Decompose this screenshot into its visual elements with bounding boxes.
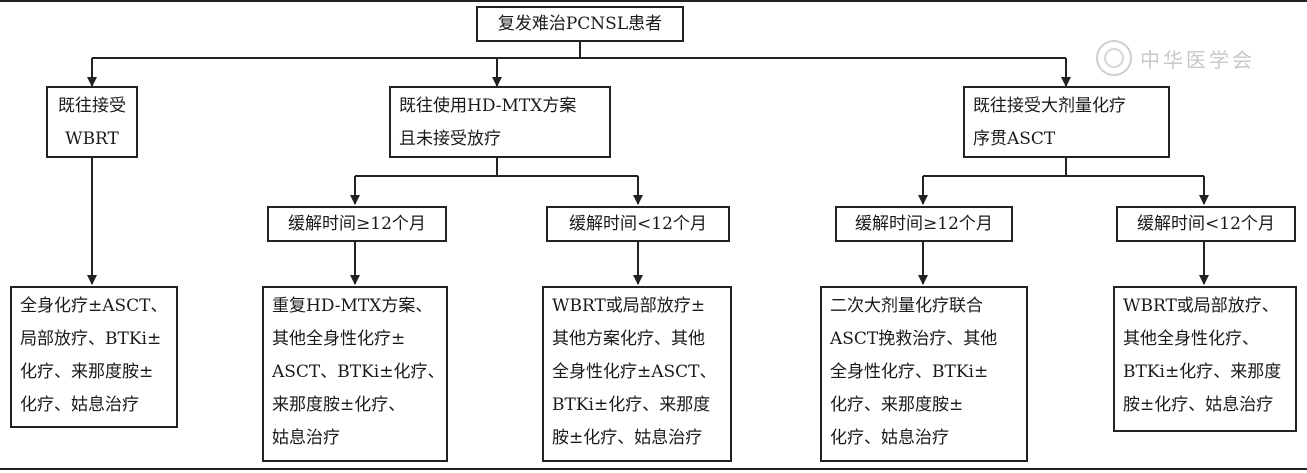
condition-asct-lt12: 缓解时间<12个月 [1116, 206, 1296, 242]
outcome-line: 胺±化疗、姑息治疗 [1123, 395, 1274, 415]
top-rule [0, 0, 1307, 2]
outcome-line: 化疗、来那度胺± [20, 362, 154, 382]
outcome-line: 胺±化疗、姑息治疗 [552, 428, 703, 448]
outcome-line: 化疗、姑息治疗 [20, 395, 139, 415]
condition-hdmtx-lt12: 缓解时间<12个月 [546, 206, 730, 242]
outcome-line: 局部放疗、BTKi± [20, 329, 162, 349]
outcome-line: 化疗、姑息治疗 [830, 428, 949, 448]
outcome-line: 其他全身性化疗± [272, 329, 406, 349]
bottom-rule [0, 468, 1307, 470]
outcome-line: 重复HD-MTX方案、 [272, 296, 433, 316]
node-prior-asct: 既往接受大剂量化疗 序贯ASCT [963, 86, 1170, 158]
root-node: 复发难治PCNSL患者 [476, 6, 684, 42]
condition-hdmtx-ge12: 缓解时间≥12个月 [267, 206, 447, 242]
outcome-line: ASCT挽救治疗、其他 [830, 329, 998, 349]
outcome-hdmtx-ge12: 重复HD-MTX方案、 其他全身性化疗± ASCT、BTKi±化疗、 来那度胺±… [262, 286, 448, 462]
outcome-hdmtx-lt12: WBRT或局部放疗± 其他方案化疗、其他 全身性化疗±ASCT、 BTKi±化疗… [542, 286, 732, 462]
node-prior-hdmtx-line: 且未接受放疗 [399, 129, 501, 149]
condition-label: 缓解时间<12个月 [1137, 213, 1275, 234]
condition-label: 缓解时间<12个月 [569, 213, 707, 234]
node-prior-hdmtx: 既往使用HD-MTX方案 且未接受放疗 [389, 86, 611, 158]
watermark: 中华医学会 [1096, 40, 1255, 76]
outcome-line: 全身化疗±ASCT、 [20, 296, 168, 316]
outcome-line: 全身性化疗±ASCT、 [552, 362, 717, 382]
outcome-line: WBRT或局部放疗± [552, 296, 706, 316]
outcome-wbrt: 全身化疗±ASCT、 局部放疗、BTKi± 化疗、来那度胺± 化疗、姑息治疗 [10, 286, 178, 428]
node-prior-asct-line: 序贯ASCT [973, 129, 1056, 149]
node-prior-wbrt-line: 既往接受 [58, 96, 126, 116]
condition-asct-ge12: 缓解时间≥12个月 [835, 206, 1013, 242]
outcome-line: 其他方案化疗、其他 [552, 329, 705, 349]
outcome-line: BTKi±化疗、来那度 [1123, 362, 1282, 382]
emblem-seal-icon [1096, 40, 1132, 76]
watermark-text: 中华医学会 [1140, 47, 1255, 72]
outcome-line: 来那度胺±化疗、 [272, 395, 406, 415]
condition-label: 缓解时间≥12个月 [288, 213, 426, 234]
outcome-asct-lt12: WBRT或局部放疗、 其他全身性化疗、 BTKi±化疗、来那度 胺±化疗、姑息治… [1113, 286, 1297, 432]
node-prior-wbrt-line: WBRT [65, 129, 119, 149]
outcome-line: WBRT或局部放疗、 [1123, 296, 1279, 316]
root-label: 复发难治PCNSL患者 [497, 13, 663, 34]
outcome-line: BTKi±化疗、来那度 [552, 395, 711, 415]
outcome-line: 化疗、来那度胺± [830, 395, 964, 415]
outcome-line: 二次大剂量化疗联合 [830, 296, 983, 316]
outcome-line: 全身性化疗、BTKi± [830, 362, 989, 382]
outcome-asct-ge12: 二次大剂量化疗联合 ASCT挽救治疗、其他 全身性化疗、BTKi± 化疗、来那度… [820, 286, 1028, 462]
node-prior-hdmtx-line: 既往使用HD-MTX方案 [399, 96, 577, 116]
outcome-line: 其他全身性化疗、 [1123, 329, 1259, 349]
condition-label: 缓解时间≥12个月 [855, 213, 993, 234]
outcome-line: 姑息治疗 [272, 428, 340, 448]
node-prior-wbrt: 既往接受 WBRT [46, 86, 138, 158]
outcome-line: ASCT、BTKi±化疗、 [272, 362, 445, 382]
node-prior-asct-line: 既往接受大剂量化疗 [973, 96, 1126, 116]
